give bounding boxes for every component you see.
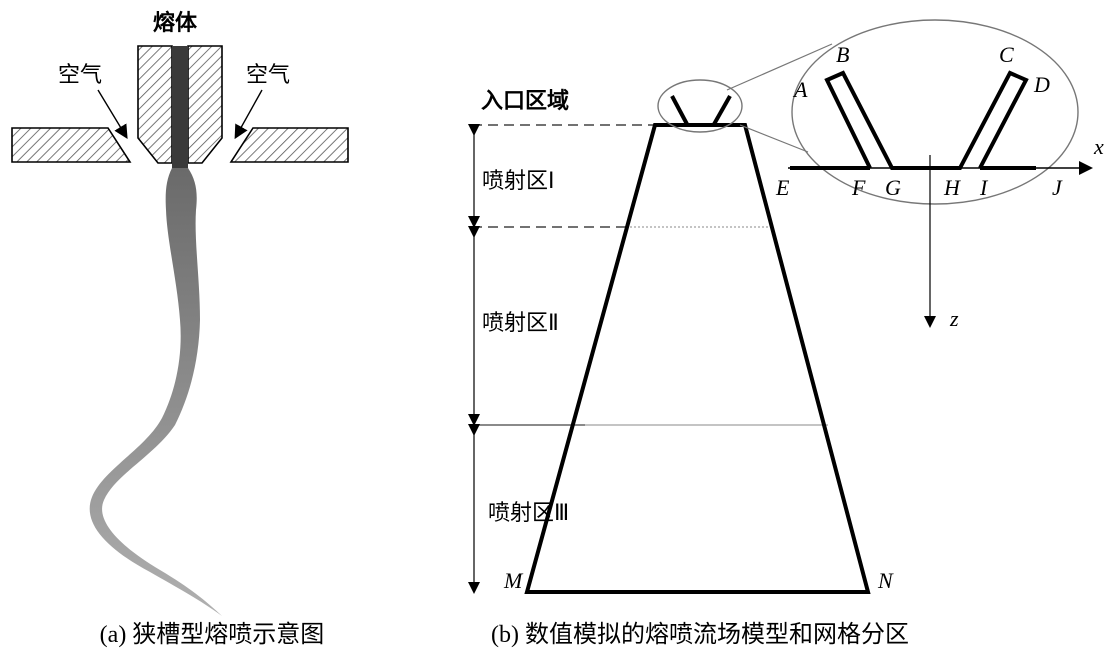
flow-domain (524, 123, 871, 594)
inlet-nozzles-small (670, 95, 732, 127)
air-label-right: 空气 (246, 63, 290, 88)
inlet-zoom-circle (657, 79, 743, 133)
point-e-label: E (775, 175, 790, 200)
x-axis-label: x (1093, 134, 1104, 159)
die-right-wall (187, 45, 223, 164)
air-arrow-left (97, 89, 128, 139)
point-i-label: I (979, 175, 989, 200)
z-axis-label: z (949, 306, 959, 331)
zoom-connector-bottom (739, 124, 809, 153)
air-plate-right (229, 127, 349, 163)
point-d-label: D (1033, 72, 1050, 97)
point-g-label: G (885, 175, 901, 200)
corner-m-label: M (503, 568, 524, 593)
melt-channel (172, 46, 188, 171)
zone-1-label: 喷射区Ⅰ (482, 169, 555, 194)
zoom-connector-top (726, 43, 833, 91)
zone-2-label: 喷射区Ⅱ (482, 311, 559, 336)
caption-b: (b) 数值模拟的熔喷流场模型和网格分区 (491, 621, 909, 648)
point-h-label: H (943, 175, 961, 200)
die-left-wall (137, 45, 173, 164)
panel-b: 入口区域 喷射区Ⅰ 喷射区Ⅱ 喷射区Ⅲ M N (468, 19, 1104, 648)
point-f-label: F (851, 175, 866, 200)
inlet-geometry-detail (790, 70, 1036, 170)
zone-3-label: 喷射区Ⅲ (488, 501, 569, 526)
point-c-label: C (999, 42, 1014, 67)
melt-label: 熔体 (153, 10, 198, 36)
point-j-label: J (1052, 175, 1063, 200)
fibre-stream (89, 168, 222, 616)
caption-a: (a) 狭槽型熔喷示意图 (100, 621, 325, 648)
air-plate-left (11, 127, 132, 163)
air-label-left: 空气 (58, 63, 102, 88)
point-a-label: A (792, 77, 808, 102)
panel-a: 熔体 空气 空气 (a) 狭槽型熔喷示意图 (11, 10, 349, 648)
point-b-label: B (836, 42, 849, 67)
air-arrow-right (234, 89, 263, 140)
inlet-region-label: 入口区域 (481, 88, 569, 114)
die-block (137, 45, 223, 171)
inlet-detail-circle (791, 19, 1079, 205)
corner-n-label: N (877, 568, 894, 593)
